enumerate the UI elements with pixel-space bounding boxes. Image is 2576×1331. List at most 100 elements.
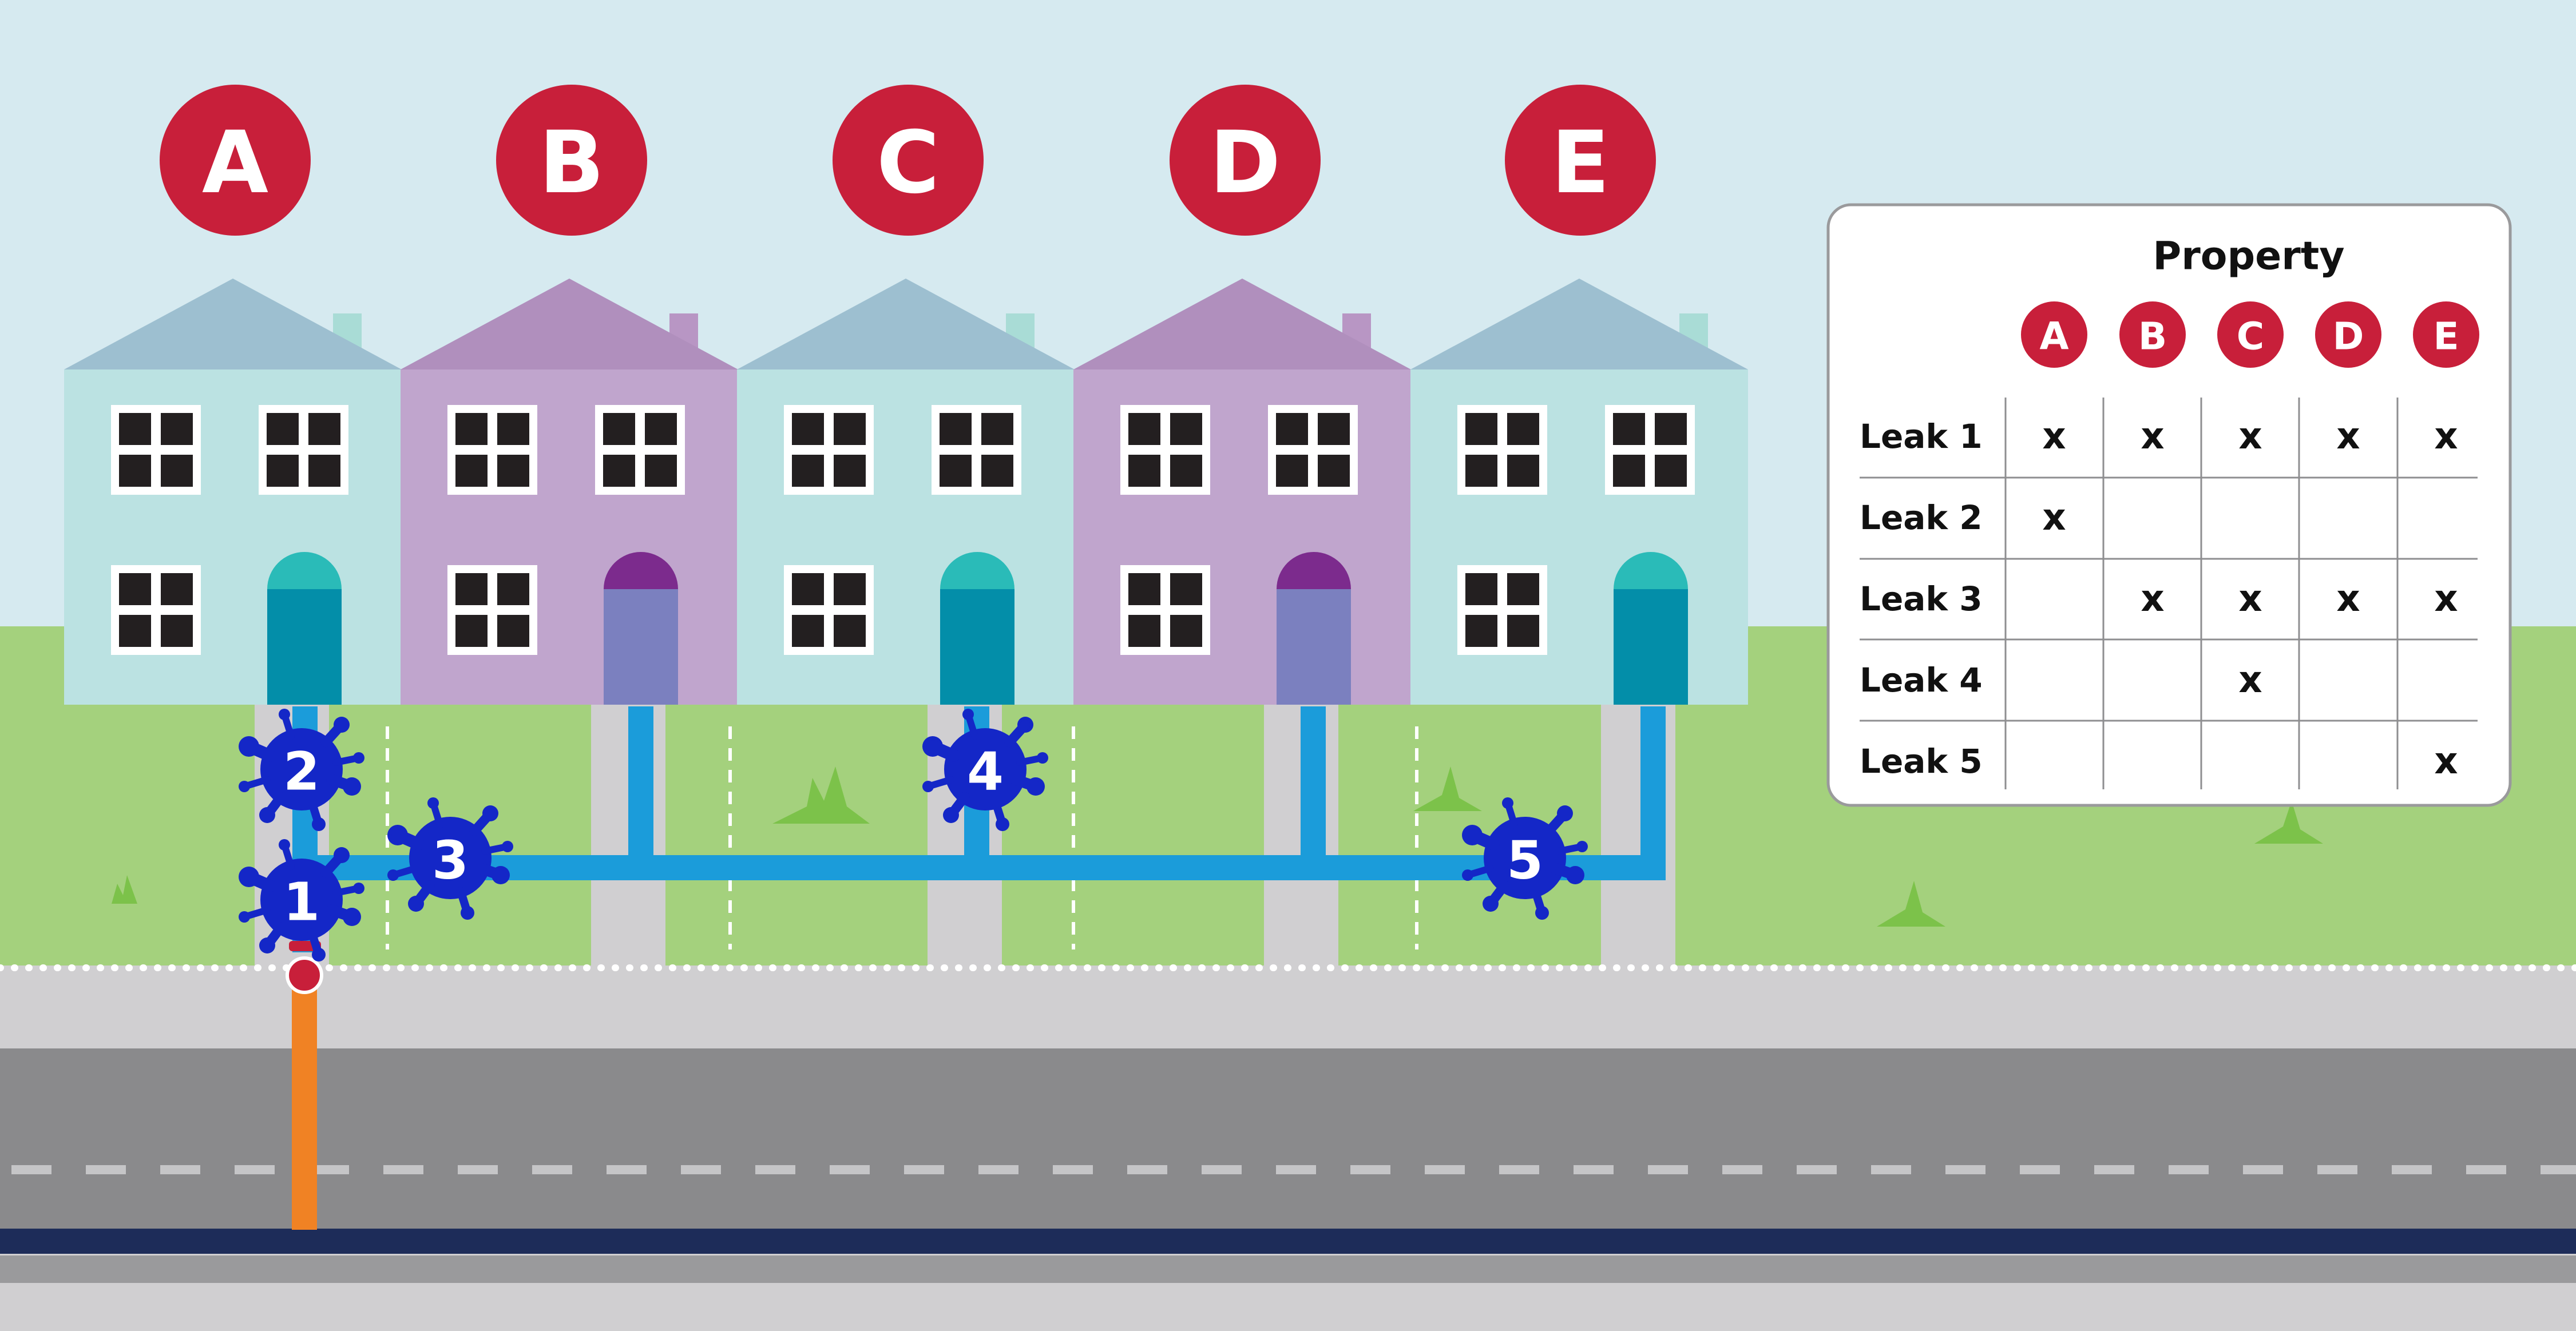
table-column-label: E	[2433, 315, 2459, 359]
table-grid	[1860, 398, 2478, 789]
front-door	[1277, 589, 1351, 705]
window	[1120, 405, 1210, 495]
leak-marker-3: 3	[387, 797, 513, 920]
table-column-d: D	[2315, 301, 2381, 368]
table-row-label: Leak 4	[1860, 661, 1983, 700]
door-arch	[1614, 552, 1688, 589]
leak-markers: 1 2 3 4 5	[239, 709, 1588, 962]
table-cell-mark: x	[2434, 740, 2458, 782]
window	[1120, 565, 1210, 655]
roof	[401, 279, 738, 369]
table-row: Leak 2 x	[1860, 496, 2066, 539]
table-row: Leak 5 x	[1860, 740, 2458, 782]
leak-marker-1: 1	[239, 839, 364, 962]
leak-marker-label: 3	[432, 830, 469, 891]
grass-tuft	[772, 766, 870, 824]
door-arch	[267, 552, 342, 589]
property-badge-label: C	[877, 113, 940, 213]
window	[447, 565, 537, 655]
front-door	[604, 589, 678, 705]
grass-tuft	[112, 875, 137, 904]
leak-marker-label: 5	[1507, 830, 1543, 891]
window	[1268, 405, 1358, 495]
stopcock-icon	[286, 941, 323, 994]
roof	[737, 279, 1075, 369]
table-row-label: Leak 1	[1860, 417, 1983, 456]
roof	[1410, 279, 1748, 369]
table-cell-mark: x	[2238, 578, 2262, 620]
table-cell-mark: x	[2238, 415, 2262, 458]
property-badge-label: B	[539, 113, 604, 213]
water-main	[0, 1229, 2576, 1254]
table-row-label: Leak 2	[1860, 498, 1983, 537]
table-row-label: Leak 3	[1860, 579, 1983, 618]
window	[932, 405, 1021, 495]
window	[1605, 405, 1695, 495]
property-boundaries	[386, 726, 1418, 949]
property-badges: A B C D E	[160, 85, 1656, 236]
leak-marker-2: 2	[239, 709, 364, 831]
window	[784, 565, 874, 655]
leak-marker-label: 2	[283, 741, 320, 802]
house-c	[737, 279, 1075, 967]
property-badge-b: B	[496, 85, 647, 236]
table-column-e: E	[2413, 301, 2479, 368]
door-arch	[1277, 552, 1351, 589]
grass-tuft	[2254, 801, 2323, 844]
table-cell-mark: x	[2141, 415, 2164, 458]
table-row: Leak 4 x	[1860, 659, 2262, 701]
pipe-house-b	[628, 706, 653, 878]
leak-marker-4: 4	[922, 709, 1048, 831]
door-arch	[604, 552, 678, 589]
property-badge-e: E	[1505, 85, 1656, 236]
leak-marker-5: 5	[1462, 797, 1588, 920]
pipe-house-e	[1640, 706, 1666, 878]
table-title: Property	[2153, 234, 2344, 279]
kerb	[0, 1255, 2576, 1283]
table-cell-mark: x	[2336, 415, 2360, 458]
property-badge-d: D	[1170, 85, 1321, 236]
table-cell-mark: x	[2336, 578, 2360, 620]
table-cell-mark: x	[2238, 659, 2262, 701]
house-a	[64, 279, 402, 967]
table-column-label: A	[2039, 315, 2068, 359]
table-column-label: D	[2333, 315, 2364, 359]
table-cell-mark: x	[2042, 496, 2066, 539]
table-cell-mark: x	[2042, 415, 2066, 458]
window	[111, 565, 201, 655]
table-column-badges: A B C D E	[2021, 301, 2479, 368]
property-badge-c: C	[833, 85, 984, 236]
table-column-c: C	[2217, 301, 2284, 368]
table-column-label: B	[2138, 315, 2167, 359]
window	[111, 405, 201, 495]
pavement	[0, 966, 2576, 1048]
table-cell-mark: x	[2141, 578, 2164, 620]
front-door	[1614, 589, 1688, 705]
property-badge-a: A	[160, 85, 311, 236]
window	[259, 405, 348, 495]
roof	[1073, 279, 1411, 369]
front-door	[940, 589, 1014, 705]
grass-tuft	[1413, 766, 1482, 811]
table-row-label: Leak 5	[1860, 742, 1983, 781]
pipe-house-d	[1301, 706, 1326, 878]
supply-pipe	[292, 967, 317, 1230]
grass-tuft	[1877, 881, 1945, 927]
leak-marker-label: 4	[967, 741, 1004, 802]
grass-tufts	[112, 766, 2323, 927]
houses	[64, 279, 1748, 967]
property-badge-label: A	[202, 113, 268, 213]
window	[1457, 565, 1547, 655]
window	[595, 405, 685, 495]
table-cell-mark: x	[2434, 415, 2458, 458]
table-column-b: B	[2119, 301, 2186, 368]
table-column-label: C	[2237, 315, 2264, 359]
window	[784, 405, 874, 495]
table-row: Leak 1 x x x x x	[1860, 415, 2458, 458]
window	[1457, 405, 1547, 495]
table-column-a: A	[2021, 301, 2087, 368]
